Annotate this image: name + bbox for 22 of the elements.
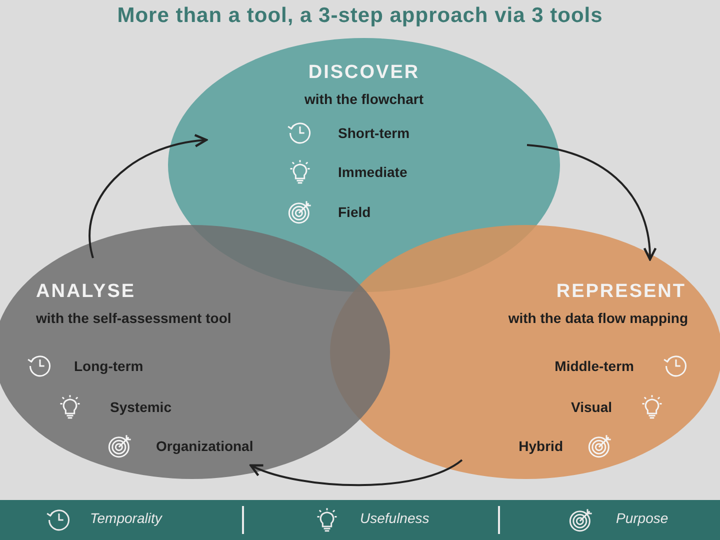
legend-label: Purpose <box>616 510 668 526</box>
arrow <box>250 459 463 486</box>
item-label: Hybrid <box>518 437 563 455</box>
circle-subtitle: with the data flow mapping <box>507 309 688 327</box>
circle-subtitle: with the self-assessment tool <box>36 309 232 327</box>
item-label: Long-term <box>74 357 144 375</box>
arrow <box>88 134 208 258</box>
item-label: Organizational <box>156 437 254 455</box>
item-label: Visual <box>571 398 612 416</box>
circle-heading: ANALYSE <box>36 283 136 301</box>
legend-label: Usefulness <box>360 510 430 526</box>
circle-heading: DISCOVER <box>308 64 420 82</box>
legend-label: Temporality <box>90 510 162 526</box>
circle-heading: REPRESENT <box>556 283 686 301</box>
circle-subtitle: with the flowchart <box>304 90 424 108</box>
title: More than a tool, a 3-step approach via 3 tools <box>116 4 604 28</box>
item-label: Systemic <box>110 398 172 416</box>
arrow <box>526 144 656 261</box>
item-label: Middle-term <box>554 357 634 375</box>
item-label: Field <box>338 203 371 221</box>
item-label: Immediate <box>338 163 408 181</box>
item-label: Short-term <box>338 124 410 142</box>
